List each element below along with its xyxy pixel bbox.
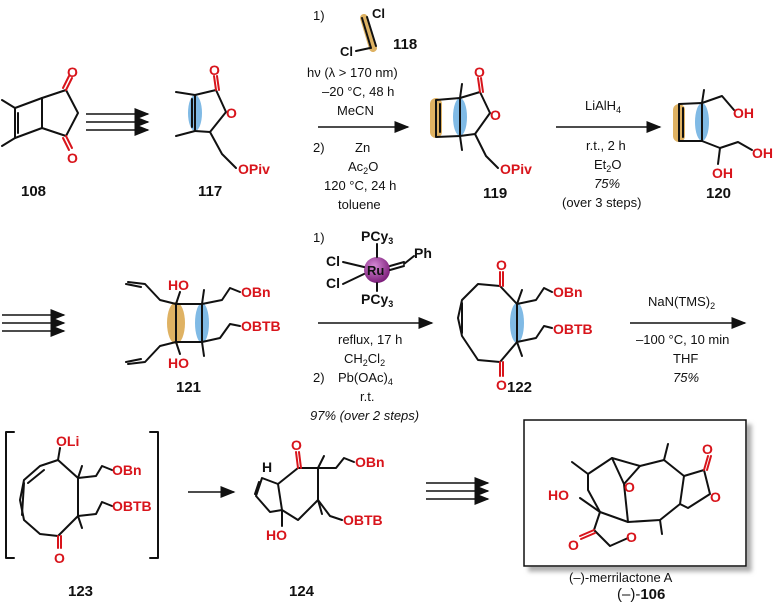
svg-text:OBTB: OBTB bbox=[343, 512, 383, 528]
svg-text:OLi: OLi bbox=[56, 433, 79, 449]
svg-text:O: O bbox=[209, 62, 220, 78]
merrilactone-name: (–)-merrilactone A bbox=[569, 570, 673, 585]
svg-text:OBTB: OBTB bbox=[553, 321, 593, 337]
svg-text:O: O bbox=[496, 377, 507, 393]
svg-text:O: O bbox=[67, 64, 78, 80]
svg-text:HO: HO bbox=[548, 487, 569, 503]
svg-text:O: O bbox=[67, 150, 78, 166]
conditions-step-3: reflux, 17 h CH2Cl2 2) Pb(OAc)4 r.t. 97%… bbox=[310, 332, 419, 423]
svg-text:THF: THF bbox=[673, 351, 698, 366]
label-123: 123 bbox=[68, 583, 93, 600]
svg-text:OH: OH bbox=[752, 145, 773, 161]
compound-120: OH OH OH 120 bbox=[673, 89, 773, 202]
svg-text:H: H bbox=[262, 459, 272, 475]
compound-119: O O OPiv 119 bbox=[430, 64, 532, 202]
svg-text:O: O bbox=[710, 489, 721, 505]
multistep-arrow-2 bbox=[2, 309, 66, 337]
svg-text:(over 3 steps): (over 3 steps) bbox=[562, 195, 641, 210]
svg-text:LiAlH4: LiAlH4 bbox=[585, 98, 621, 115]
reagent-118: 1) Cl Cl 118 bbox=[313, 6, 417, 59]
svg-text:PCy3: PCy3 bbox=[361, 291, 393, 309]
label-118: 118 bbox=[393, 36, 417, 53]
svg-text:O: O bbox=[496, 257, 507, 273]
svg-text:r.t., 2 h: r.t., 2 h bbox=[586, 138, 626, 153]
svg-text:O: O bbox=[226, 105, 237, 121]
label-117: 117 bbox=[198, 183, 222, 200]
conditions-step-1: hν (λ > 170 nm) –20 °C, 48 h MeCN 2) Zn … bbox=[307, 65, 398, 212]
svg-text:2): 2) bbox=[313, 370, 325, 385]
svg-text:HO: HO bbox=[168, 277, 189, 293]
svg-text:OBn: OBn bbox=[553, 284, 583, 300]
svg-text:HO: HO bbox=[168, 355, 189, 371]
svg-text:hν (λ > 170 nm): hν (λ > 170 nm) bbox=[307, 65, 398, 80]
svg-text:O: O bbox=[490, 107, 501, 123]
svg-text:Ru: Ru bbox=[367, 263, 384, 278]
svg-text:Cl: Cl bbox=[326, 275, 340, 291]
compound-124: O H HO OBn OBTB 124 bbox=[254, 437, 385, 600]
compound-117: O O OPiv 117 bbox=[175, 62, 270, 200]
multistep-arrow-3 bbox=[426, 477, 490, 505]
svg-text:–20 °C, 48 h: –20 °C, 48 h bbox=[322, 84, 394, 99]
svg-text:MeCN: MeCN bbox=[337, 103, 374, 118]
label-120: 120 bbox=[706, 185, 731, 202]
svg-text:O: O bbox=[568, 537, 579, 553]
svg-text:Et2O: Et2O bbox=[594, 157, 621, 174]
svg-text:1): 1) bbox=[313, 230, 325, 245]
svg-text:120 °C, 24 h: 120 °C, 24 h bbox=[324, 178, 396, 193]
compound-123: OLi O OBn OBTB 123 bbox=[19, 433, 152, 600]
svg-text:CH2Cl2: CH2Cl2 bbox=[344, 351, 385, 368]
svg-text:OH: OH bbox=[712, 165, 733, 181]
svg-text:OH: OH bbox=[733, 105, 754, 121]
svg-text:OBn: OBn bbox=[112, 462, 142, 478]
svg-text:Ph: Ph bbox=[414, 245, 432, 261]
svg-text:–100 °C, 10 min: –100 °C, 10 min bbox=[636, 332, 729, 347]
label-121: 121 bbox=[176, 379, 201, 396]
svg-text:O: O bbox=[624, 479, 635, 495]
svg-text:2): 2) bbox=[313, 140, 325, 155]
conditions-step-4: NaN(TMS)2 –100 °C, 10 min THF 75% bbox=[636, 294, 729, 385]
label-106: (–)-106 bbox=[617, 586, 665, 603]
svg-text:HO: HO bbox=[266, 527, 287, 543]
svg-text:Ac2O: Ac2O bbox=[348, 159, 378, 176]
label-119: 119 bbox=[483, 185, 507, 202]
svg-text:Cl: Cl bbox=[340, 44, 353, 59]
svg-text:O: O bbox=[291, 437, 302, 453]
intermediate-brackets bbox=[5, 431, 159, 559]
multistep-arrow-1 bbox=[86, 108, 150, 136]
svg-text:PCy3: PCy3 bbox=[361, 228, 393, 246]
compound-121: HO HO OBn OBTB 121 bbox=[125, 277, 281, 396]
compound-122: O O OBn OBTB 122 bbox=[457, 257, 593, 396]
svg-text:OBTB: OBTB bbox=[241, 318, 281, 334]
svg-text:O: O bbox=[474, 64, 485, 80]
svg-text:1): 1) bbox=[313, 8, 325, 23]
grubbs-catalyst: 1) Ru PCy3 PCy3 Cl Cl Ph bbox=[313, 228, 432, 309]
label-124: 124 bbox=[289, 583, 315, 600]
label-108: 108 bbox=[21, 183, 46, 200]
compound-106-box: O O O HO O O bbox=[523, 419, 747, 567]
svg-text:OBn: OBn bbox=[241, 284, 271, 300]
svg-text:OBTB: OBTB bbox=[112, 498, 152, 514]
svg-text:O: O bbox=[54, 550, 65, 566]
svg-text:OPiv: OPiv bbox=[500, 161, 532, 177]
svg-text:OBn: OBn bbox=[355, 454, 385, 470]
svg-text:Cl: Cl bbox=[326, 253, 340, 269]
svg-text:Cl: Cl bbox=[372, 6, 385, 21]
svg-text:97% (over 2 steps): 97% (over 2 steps) bbox=[310, 408, 419, 423]
svg-text:75%: 75% bbox=[594, 176, 620, 191]
compound-108: O O 108 bbox=[1, 64, 79, 200]
svg-text:r.t.: r.t. bbox=[360, 389, 374, 404]
svg-text:O: O bbox=[626, 529, 637, 545]
svg-text:NaN(TMS)2: NaN(TMS)2 bbox=[648, 294, 715, 311]
svg-text:Pb(OAc)4: Pb(OAc)4 bbox=[338, 370, 393, 387]
svg-text:O: O bbox=[702, 441, 713, 457]
label-122: 122 bbox=[507, 379, 532, 396]
svg-text:reflux, 17 h: reflux, 17 h bbox=[338, 332, 402, 347]
conditions-step-2: LiAlH4 r.t., 2 h Et2O 75% (over 3 steps) bbox=[562, 98, 641, 210]
svg-text:75%: 75% bbox=[673, 370, 699, 385]
svg-text:OPiv: OPiv bbox=[238, 161, 270, 177]
svg-text:toluene: toluene bbox=[338, 197, 381, 212]
svg-text:Zn: Zn bbox=[355, 140, 370, 155]
